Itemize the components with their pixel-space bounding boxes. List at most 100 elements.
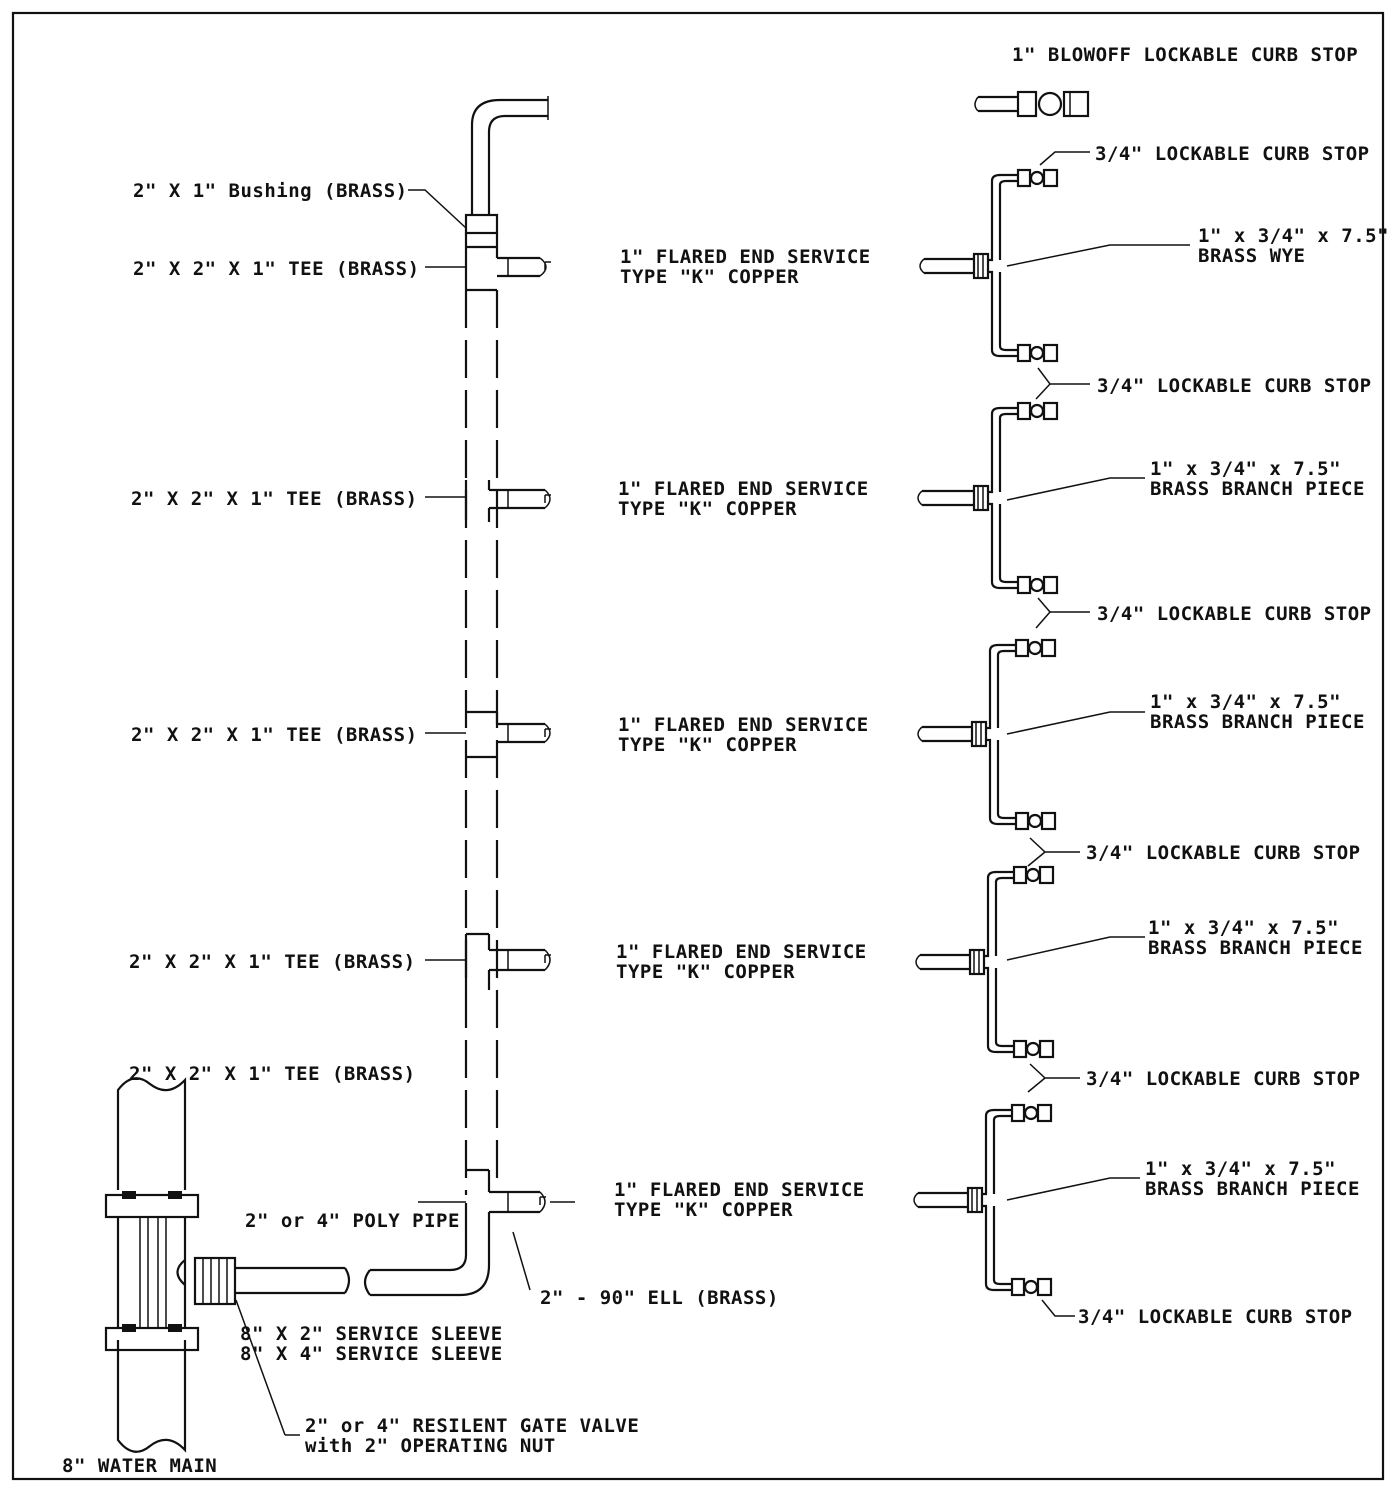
curb-stop-body-2-top (1016, 401, 1032, 421)
label-water-main: 8" WATER MAIN (62, 1455, 217, 1477)
tee-fitting-3 (466, 710, 545, 759)
curb-stop-nut-3-bottom (1040, 811, 1057, 831)
label-poly-pipe: 2" or 4" POLY PIPE (245, 1210, 460, 1232)
branch-upper-inner-4 (994, 876, 1014, 956)
label-service-1a: 1" FLARED END SERVICE (620, 246, 871, 268)
branch-lower-inner-4 (994, 968, 1014, 1048)
label-branch-2b: BRASS BRANCH PIECE (1150, 711, 1365, 733)
bushing-fitting (464, 213, 499, 290)
branch-lower-inner-3 (996, 740, 1016, 820)
service-line-end-4 (915, 954, 921, 970)
label-gate-valve-1: 2" or 4" RESILENT GATE VALVE (305, 1415, 639, 1437)
branch-lower-outer-1 (988, 270, 1018, 358)
curb-stop-nut-2-bottom (1042, 575, 1059, 595)
curb-stop-body-3-bottom (1014, 811, 1030, 831)
label-ell: 2" - 90" ELL (BRASS) (540, 1287, 779, 1309)
branch-upper-inner-5 (992, 1114, 1012, 1194)
label-service-1b: TYPE "K" COPPER (620, 266, 799, 288)
curb-stop-valve-4-top (1025, 867, 1041, 883)
curb-stop-valve-1-top (1029, 170, 1045, 186)
branch-lower-inner-1 (998, 272, 1018, 352)
label-branch-3b: BRASS BRANCH PIECE (1148, 937, 1363, 959)
label-service-5a: 1" FLARED END SERVICE (614, 1179, 865, 1201)
curb-stop-valve-1-bottom (1029, 345, 1045, 361)
label-curb-stop-3: 3/4" LOCKABLE CURB STOP (1097, 603, 1372, 625)
label-sleeve-1: 8" X 2" SERVICE SLEEVE (240, 1323, 503, 1345)
water-main-pipe (104, 1077, 200, 1453)
gate-valve (193, 1256, 237, 1306)
branch-lower-outer-3 (986, 738, 1016, 826)
branch-upper-outer-4 (984, 870, 1014, 958)
curb-stop-nut-3-top (1040, 638, 1057, 658)
label-gate-valve-2: with 2" OPERATING NUT (305, 1435, 556, 1457)
branch-lower-inner-5 (992, 1206, 1012, 1286)
label-service-3b: TYPE "K" COPPER (618, 734, 797, 756)
service-assemblies (913, 168, 1059, 1297)
riser-pipe (464, 96, 549, 1195)
label-service-4b: TYPE "K" COPPER (616, 961, 795, 983)
label-curb-stop-1: 3/4" LOCKABLE CURB STOP (1095, 143, 1370, 165)
curb-stop-valve-3-top (1027, 640, 1043, 656)
curb-stop-nut-1-bottom (1042, 343, 1059, 363)
label-service-2a: 1" FLARED END SERVICE (618, 478, 869, 500)
branch-upper-outer-2 (988, 406, 1018, 494)
curb-stop-body-5-bottom (1010, 1277, 1026, 1297)
label-service-2b: TYPE "K" COPPER (618, 498, 797, 520)
branch-coupling-5 (966, 1186, 984, 1214)
curb-stop-body-2-bottom (1016, 575, 1032, 595)
label-branch-4a: 1" x 3/4" x 7.5" (1145, 1158, 1336, 1180)
tee-fitting-2 (464, 480, 545, 522)
label-bushing: 2" X 1" Bushing (BRASS) (133, 180, 408, 202)
branch-upper-inner-2 (998, 412, 1018, 492)
branch-upper-outer-1 (988, 173, 1018, 262)
branch-upper-outer-5 (982, 1108, 1012, 1196)
curb-stop-nut-4-bottom (1038, 1039, 1055, 1059)
label-tee-1: 2" X 2" X 1" TEE (BRASS) (133, 258, 420, 280)
tee-fitting-5 (464, 1168, 540, 1215)
curb-stop-valve-5-bottom (1023, 1279, 1039, 1295)
curb-stop-body-4-top (1012, 865, 1028, 885)
blowoff-curb-stop (974, 90, 1090, 118)
curb-stop-valve-5-top (1023, 1105, 1039, 1121)
label-tee-2: 2" X 2" X 1" TEE (BRASS) (131, 488, 418, 510)
curb-stop-body-3-top (1014, 638, 1030, 658)
label-service-3a: 1" FLARED END SERVICE (618, 714, 869, 736)
branch-lower-outer-2 (988, 502, 1018, 590)
label-wye-2: BRASS WYE (1198, 245, 1305, 267)
curb-stop-body-5-top (1010, 1103, 1026, 1123)
label-service-4a: 1" FLARED END SERVICE (616, 941, 867, 963)
label-tee-4: 2" X 2" X 1" TEE (BRASS) (129, 951, 416, 973)
label-branch-4b: BRASS BRANCH PIECE (1145, 1178, 1360, 1200)
label-wye-1: 1" x 3/4" x 7.5" (1198, 225, 1389, 247)
branch-lower-outer-4 (984, 966, 1014, 1054)
branch-upper-inner-1 (998, 179, 1018, 260)
service-line-end-5 (913, 1192, 919, 1208)
curb-stop-body-4-bottom (1012, 1039, 1028, 1059)
label-service-5b: TYPE "K" COPPER (614, 1199, 793, 1221)
curb-stop-nut-4-top (1038, 865, 1055, 885)
label-blowoff-curb-stop: 1" BLOWOFF LOCKABLE CURB STOP (1012, 44, 1358, 66)
branch-coupling-2 (972, 484, 990, 512)
branch-upper-outer-3 (986, 643, 1016, 730)
service-line-end-2 (917, 490, 923, 506)
curb-stop-valve-2-top (1029, 403, 1045, 419)
label-curb-stop-5: 3/4" LOCKABLE CURB STOP (1086, 1068, 1361, 1090)
label-branch-1b: BRASS BRANCH PIECE (1150, 478, 1365, 500)
branch-coupling-4 (968, 948, 986, 976)
label-branch-1a: 1" x 3/4" x 7.5" (1150, 458, 1341, 480)
label-curb-stop-4: 3/4" LOCKABLE CURB STOP (1086, 842, 1361, 864)
curb-stop-valve-2-bottom (1029, 577, 1045, 593)
label-curb-stop-2: 3/4" LOCKABLE CURB STOP (1097, 375, 1372, 397)
curb-stop-body-1-top (1016, 168, 1032, 188)
label-curb-stop-6: 3/4" LOCKABLE CURB STOP (1078, 1306, 1353, 1328)
service-line-end-1 (919, 258, 925, 274)
curb-stop-nut-5-top (1036, 1103, 1053, 1123)
label-branch-2a: 1" x 3/4" x 7.5" (1150, 691, 1341, 713)
curb-stop-nut-1-top (1042, 168, 1059, 188)
ell-and-poly-pipe (235, 1212, 491, 1297)
leader-lines (235, 151, 1190, 1436)
tee-fitting-4 (464, 932, 545, 990)
curb-stop-valve-3-bottom (1027, 813, 1043, 829)
label-tee-5: 2" X 2" X 1" TEE (BRASS) (129, 1063, 416, 1085)
